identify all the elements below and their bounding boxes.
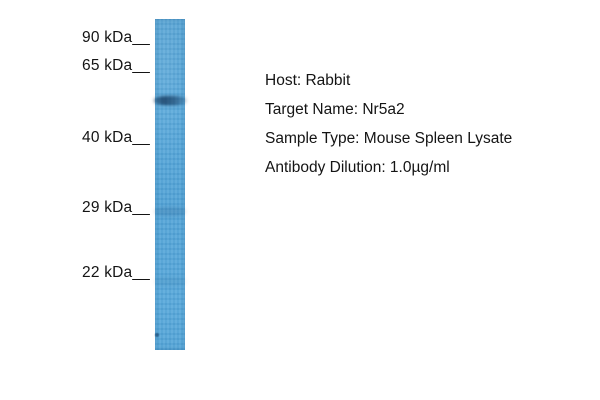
protein-band-faint-22kda	[154, 277, 186, 286]
annotation-block: Host: Rabbit Target Name: Nr5a2 Sample T…	[265, 66, 512, 182]
annotation-antibody-dilution: Antibody Dilution: 1.0µg/ml	[265, 159, 450, 176]
marker-label-90kda: 90 kDa__	[82, 29, 150, 46]
annotation-sample-type: Sample Type: Mouse Spleen Lysate	[265, 130, 513, 147]
marker-label-22kda: 22 kDa__	[82, 264, 150, 281]
annotation-host: Host: Rabbit	[265, 72, 351, 89]
blot-artifact-speck	[155, 333, 159, 337]
blot-lane	[154, 19, 186, 350]
marker-label-29kda: 29 kDa__	[82, 199, 150, 216]
marker-label-40kda: 40 kDa__	[82, 129, 150, 146]
annotation-target-name: Target Name: Nr5a2	[265, 101, 405, 118]
marker-label-65kda: 65 kDa__	[82, 57, 150, 74]
protein-band-faint-29kda	[154, 207, 186, 216]
protein-band-strong	[154, 96, 186, 105]
